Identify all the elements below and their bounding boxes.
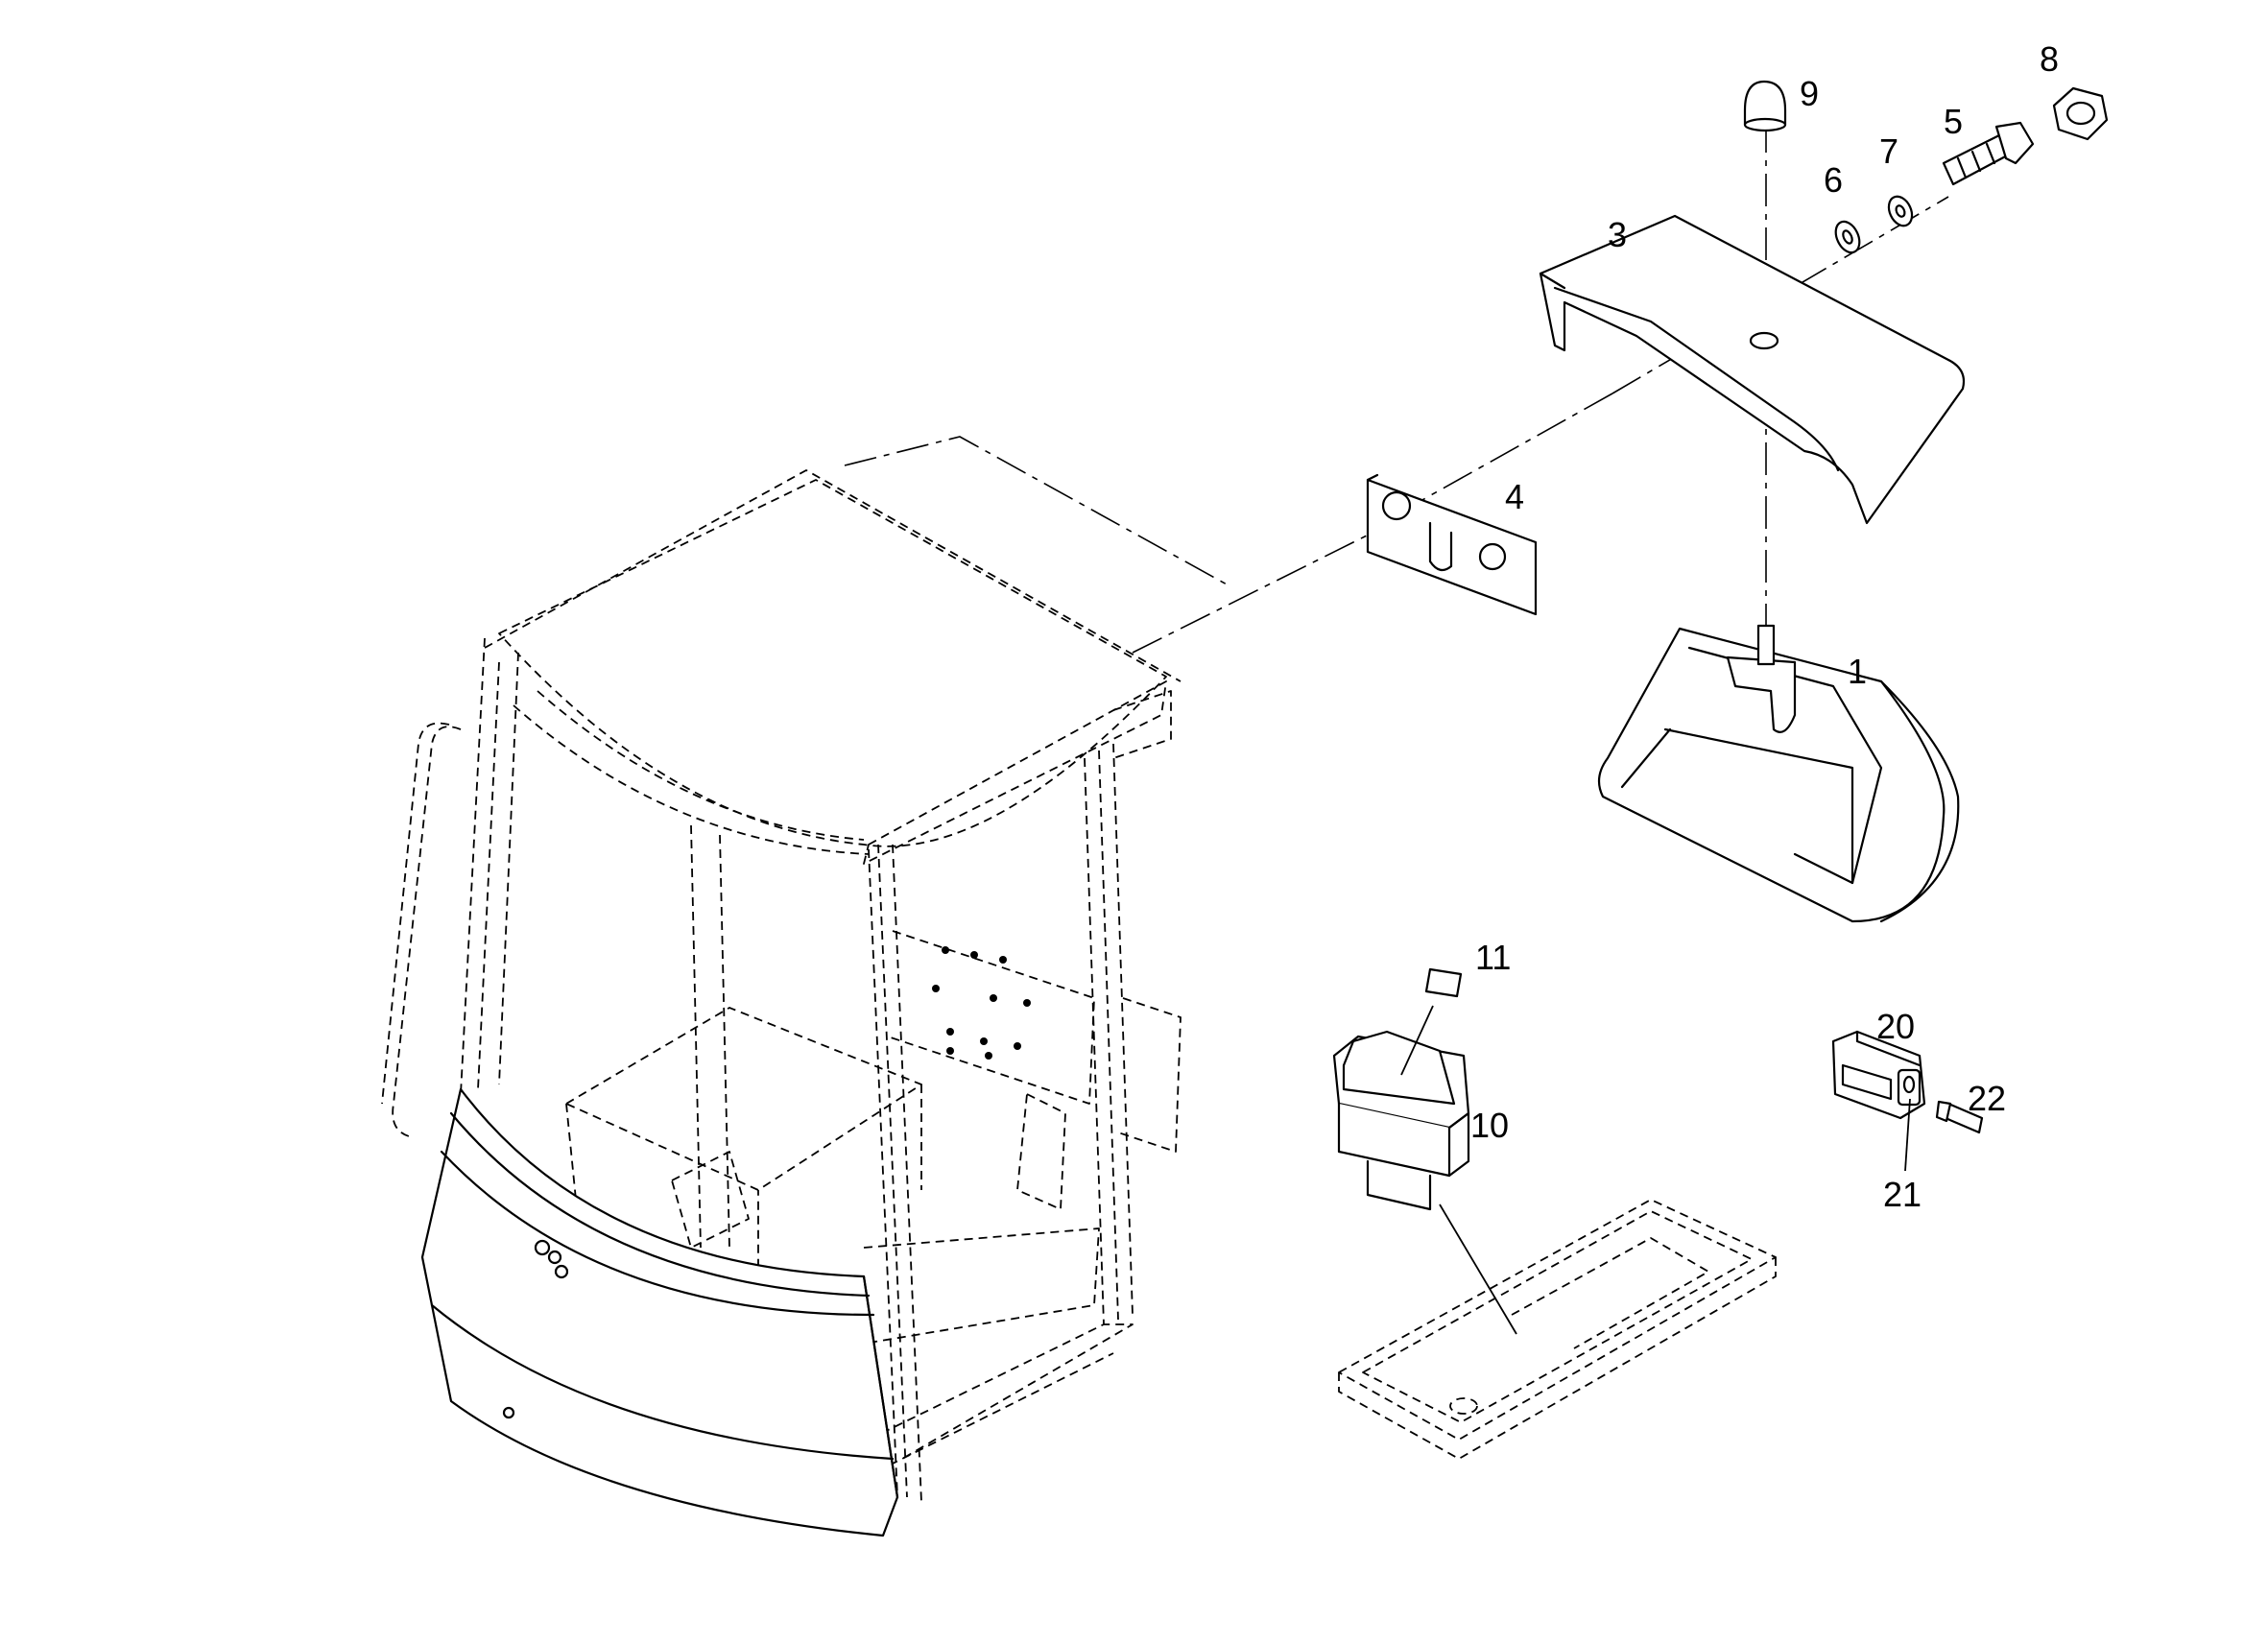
bolt-part	[1942, 121, 2035, 186]
callout-21: 21	[1883, 1175, 1922, 1214]
callout-9: 9	[1800, 74, 1819, 113]
callout-labels: 1 3 4 5 6 7 8 9 10 11 20 21 22	[1470, 39, 2059, 1214]
assembly-center-lines	[844, 120, 1949, 654]
callout-1: 1	[1848, 652, 1867, 691]
callout-10: 10	[1470, 1106, 1509, 1145]
callout-7: 7	[1879, 131, 1898, 171]
callout-6: 6	[1824, 160, 1843, 200]
cover-part	[1539, 214, 1966, 525]
connector-part	[1831, 1030, 1984, 1134]
washer-parts	[1834, 195, 1914, 254]
switch-part	[1332, 967, 1470, 1211]
callout-22: 22	[1968, 1079, 2006, 1118]
callout-8: 8	[2040, 39, 2059, 79]
callout-leaders	[1400, 1005, 1911, 1335]
plate-part	[1366, 473, 1538, 616]
callout-20: 20	[1876, 1007, 1915, 1046]
lamp-part	[1597, 624, 1960, 923]
cap-part	[1743, 80, 1787, 132]
callout-5: 5	[1944, 102, 1963, 141]
cab-frame	[381, 469, 1182, 1503]
cab-lower-front	[420, 1087, 899, 1537]
callout-3: 3	[1608, 215, 1627, 254]
callout-4: 4	[1505, 477, 1524, 516]
panel-bolt-holes	[932, 946, 1031, 1060]
callout-11: 11	[1475, 938, 1511, 977]
nut-part	[2052, 86, 2109, 141]
switch-panel	[1338, 1199, 1777, 1460]
